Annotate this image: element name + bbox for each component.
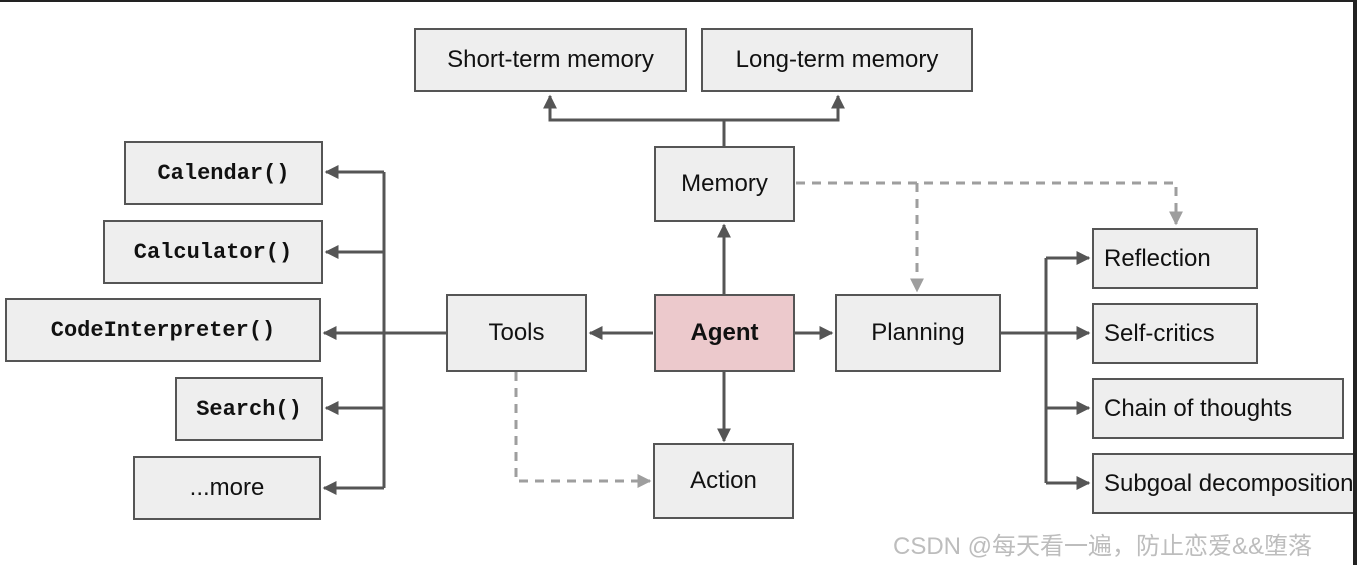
- code-interpreter-tool-label: CodeInterpreter(): [50, 317, 276, 343]
- subgoal-decomposition-node[interactable]: Subgoal decomposition: [1092, 453, 1353, 514]
- tools-label: Tools: [488, 319, 545, 346]
- action-node[interactable]: Action: [653, 443, 794, 519]
- planning-node[interactable]: Planning: [835, 294, 1001, 372]
- search-tool-node[interactable]: Search(): [175, 377, 323, 441]
- long-term-memory-label: Long-term memory: [735, 46, 939, 73]
- edge-dashed: [514, 181, 1183, 488]
- calculator-tool-label: Calculator(): [133, 239, 293, 265]
- memory-node[interactable]: Memory: [654, 146, 795, 222]
- reflection-label: Reflection: [1104, 244, 1211, 272]
- long-term-memory-node[interactable]: Long-term memory: [701, 28, 973, 92]
- tools-node[interactable]: Tools: [446, 294, 587, 372]
- planning-label: Planning: [871, 319, 965, 346]
- calendar-tool-node[interactable]: Calendar(): [124, 141, 323, 205]
- short-term-memory-label: Short-term memory: [447, 46, 654, 73]
- edge-memory-to-memory-types: [543, 94, 845, 146]
- memory-label: Memory: [681, 170, 768, 197]
- self-critics-label: Self-critics: [1104, 319, 1215, 347]
- agent-label: Agent: [690, 319, 759, 346]
- action-label: Action: [690, 467, 757, 494]
- reflection-node[interactable]: Reflection: [1092, 228, 1258, 289]
- edge-tools-to-action: [514, 372, 652, 488]
- more-tools-label: ...more: [189, 474, 265, 501]
- calculator-tool-node[interactable]: Calculator(): [103, 220, 323, 284]
- calendar-tool-label: Calendar(): [157, 160, 290, 186]
- self-critics-node[interactable]: Self-critics: [1092, 303, 1258, 364]
- chain-of-thoughts-label: Chain of thoughts: [1104, 394, 1293, 422]
- code-interpreter-tool-node[interactable]: CodeInterpreter(): [5, 298, 321, 362]
- search-tool-label: Search(): [196, 396, 302, 422]
- agent-node[interactable]: Agent: [654, 294, 795, 372]
- edge-memory-to-reflection: [796, 181, 1183, 226]
- edge-planning-to-list: [1001, 251, 1091, 490]
- edge-agent-hub: [588, 223, 834, 443]
- more-tools-node[interactable]: ...more: [133, 456, 321, 520]
- edge-tools-to-list: [322, 165, 446, 495]
- subgoal-decomposition-label: Subgoal decomposition: [1104, 469, 1353, 497]
- chain-of-thoughts-node[interactable]: Chain of thoughts: [1092, 378, 1344, 439]
- csdn-watermark: CSDN @每天看一遍，防止恋爱&&堕落: [893, 533, 1313, 560]
- short-term-memory-node[interactable]: Short-term memory: [414, 28, 687, 92]
